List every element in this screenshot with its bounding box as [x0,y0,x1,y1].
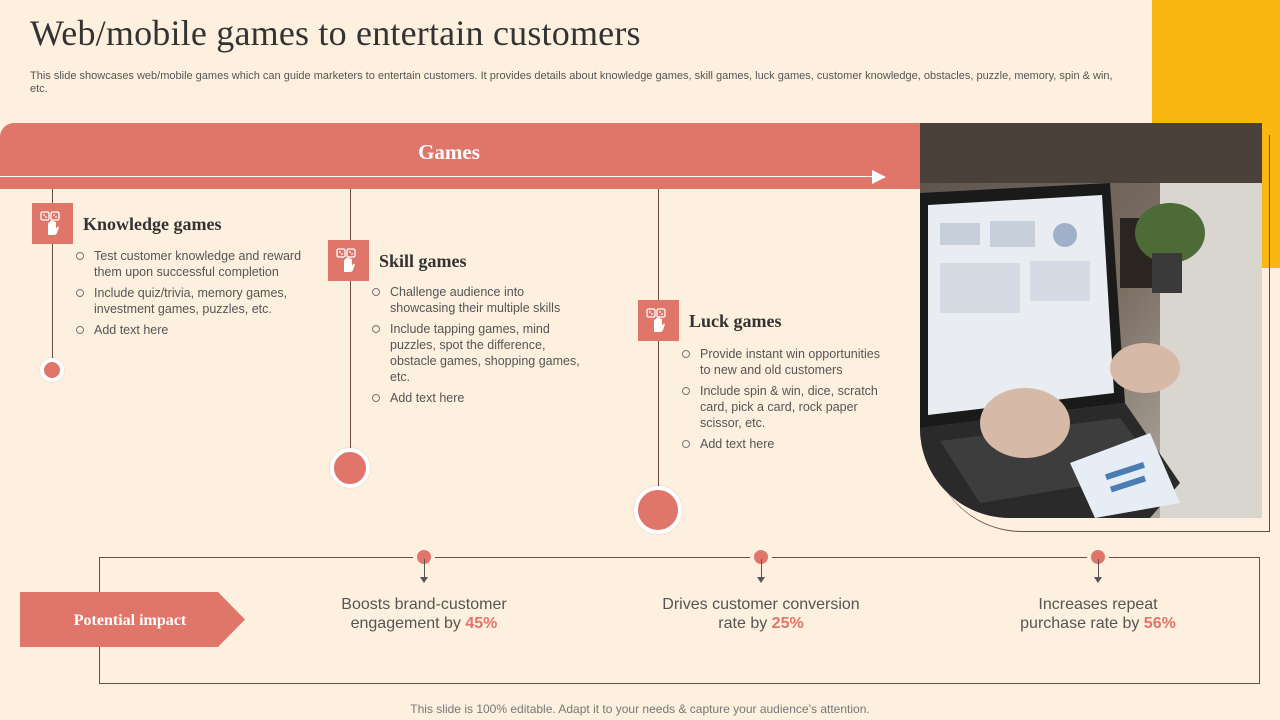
impact-item-1-line2: engagement by 45% [350,615,498,632]
skill-games-bullets: Challenge audience into showcasing their… [372,284,580,411]
list-item: Provide instant win opportunities to new… [682,346,882,378]
impact-item-2-line2: rate by 25% [718,615,804,632]
impact-item-1-line1: Boosts brand-customer [341,596,507,613]
impact-item-2-pct: 25% [771,615,804,632]
impact-item-1-pct: 45% [465,615,498,632]
timeline-line-knowledge [52,189,53,359]
knowledge-games-title: Knowledge games [83,214,222,234]
impact-item-2-line1: Drives customer conversion [662,596,860,613]
list-item: Add text here [76,322,308,338]
list-item: Include spin & win, dice, scratch card, … [682,383,882,431]
banner-arrow-line [0,176,874,177]
list-item: Test customer knowledge and reward them … [76,248,308,280]
hand-dice-icon [40,211,60,235]
impact-pin-line-3 [1098,559,1099,579]
luck-games-bullets: Provide instant win opportunities to new… [682,346,882,457]
page-title: Web/mobile games to entertain customers [30,13,641,53]
luck-games-title: Luck games [689,311,782,331]
page-subtitle: This slide showcases web/mobile games wh… [30,70,1113,95]
skill-games-icon-box [328,240,369,281]
impact-item-3-line2: purchase rate by 56% [1020,615,1176,632]
list-item: Include quiz/trivia, memory games, inves… [76,285,308,317]
timeline-dot-knowledge [40,358,64,382]
games-banner-label: Games [418,140,480,164]
footer-note: This slide is 100% editable. Adapt it to… [410,702,870,716]
list-item: Include tapping games, mind puzzles, spo… [372,321,580,385]
impact-item-3-line1: Increases repeat [1038,596,1158,613]
impact-item-2: Drives customer conversion rate by 25% [631,595,891,633]
skill-games-title: Skill games [379,251,467,271]
list-item: Add text here [682,436,882,452]
timeline-line-skill [350,189,351,451]
list-item: Add text here [372,390,580,406]
knowledge-games-icon-box [32,203,73,244]
arrow-down-icon [757,577,765,583]
laptop-photo [920,123,1262,518]
luck-games-icon-box [638,300,679,341]
banner-arrow-head-icon [872,170,886,184]
knowledge-games-bullets: Test customer knowledge and reward them … [76,248,308,343]
impact-item-3: Increases repeat purchase rate by 56% [968,595,1228,633]
impact-item-1: Boosts brand-customer engagement by 45% [294,595,554,633]
potential-impact-tag [20,592,245,647]
arrow-down-icon [1094,577,1102,583]
impact-pin-line-2 [761,559,762,579]
impact-item-3-pct: 56% [1143,615,1176,632]
games-banner [0,123,920,189]
hand-dice-icon [646,308,666,332]
list-item: Challenge audience into showcasing their… [372,284,580,316]
potential-impact-label: Potential impact [73,612,187,629]
arrow-down-icon [420,577,428,583]
laptop-photo-illustration [920,123,1262,518]
photo-outline [932,135,1270,532]
timeline-dot-skill [330,448,370,488]
impact-pin-line-1 [424,559,425,579]
timeline-dot-luck [634,486,682,534]
hand-dice-icon [336,248,356,272]
